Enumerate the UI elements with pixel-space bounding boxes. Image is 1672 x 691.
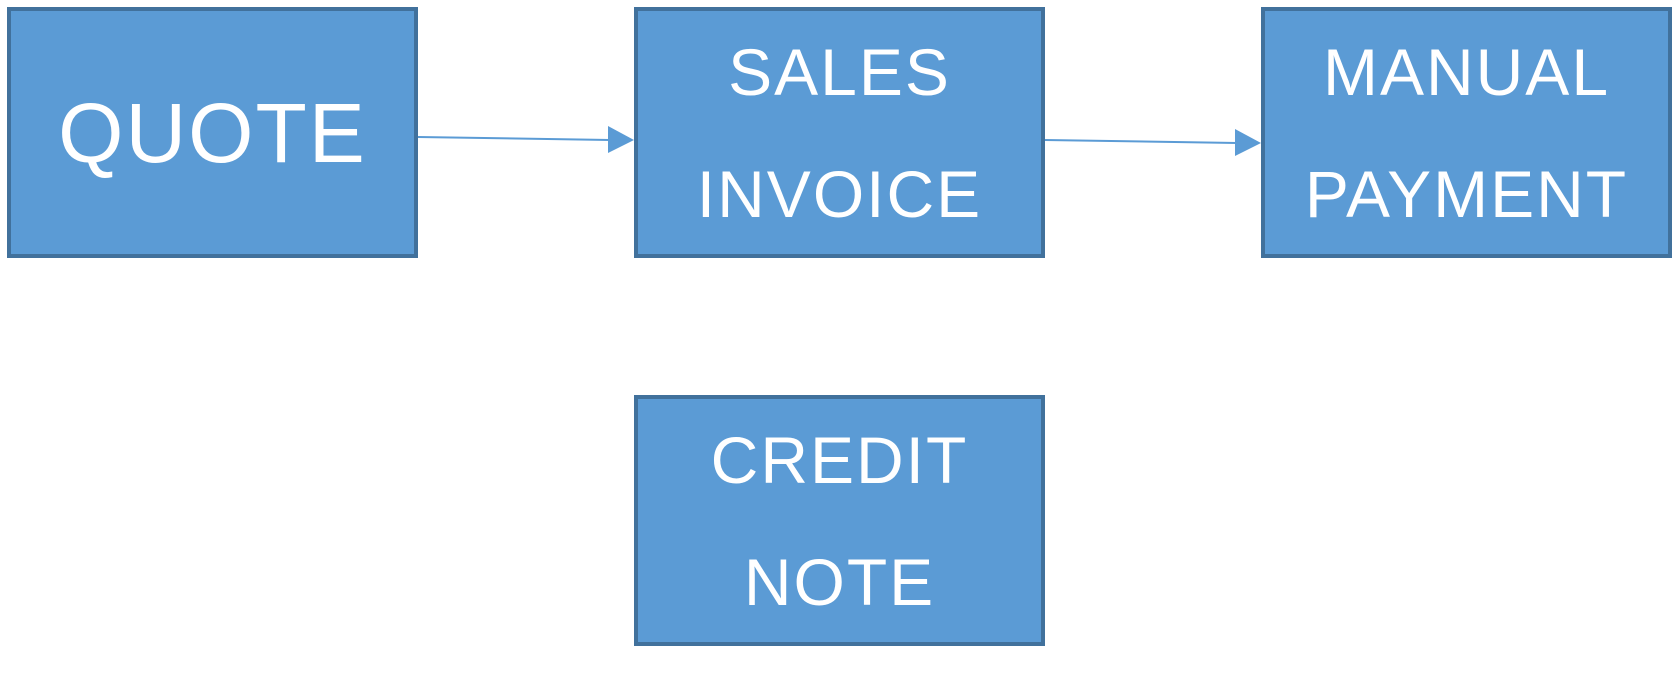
- sales-invoice-label-line-2: INVOICE: [696, 156, 983, 231]
- manual-payment-label-line-1: MANUAL: [1322, 34, 1611, 109]
- credit-note-label-line-2: NOTE: [743, 544, 936, 619]
- credit-note-node: CREDIT NOTE: [634, 395, 1045, 646]
- arrow-sales-invoice-to-manual-payment: [1044, 129, 1261, 156]
- manual-payment-node: MANUAL PAYMENT: [1261, 7, 1672, 258]
- quote-node: QUOTE: [7, 7, 418, 258]
- sales-invoice-node: SALES INVOICE: [634, 7, 1045, 258]
- quote-label: QUOTE: [58, 85, 367, 180]
- arrow-quote-to-sales-invoice: [417, 126, 634, 153]
- sales-invoice-label-line-1: SALES: [728, 34, 951, 109]
- manual-payment-label-line-2: PAYMENT: [1304, 156, 1629, 231]
- credit-note-label-line-1: CREDIT: [710, 422, 969, 497]
